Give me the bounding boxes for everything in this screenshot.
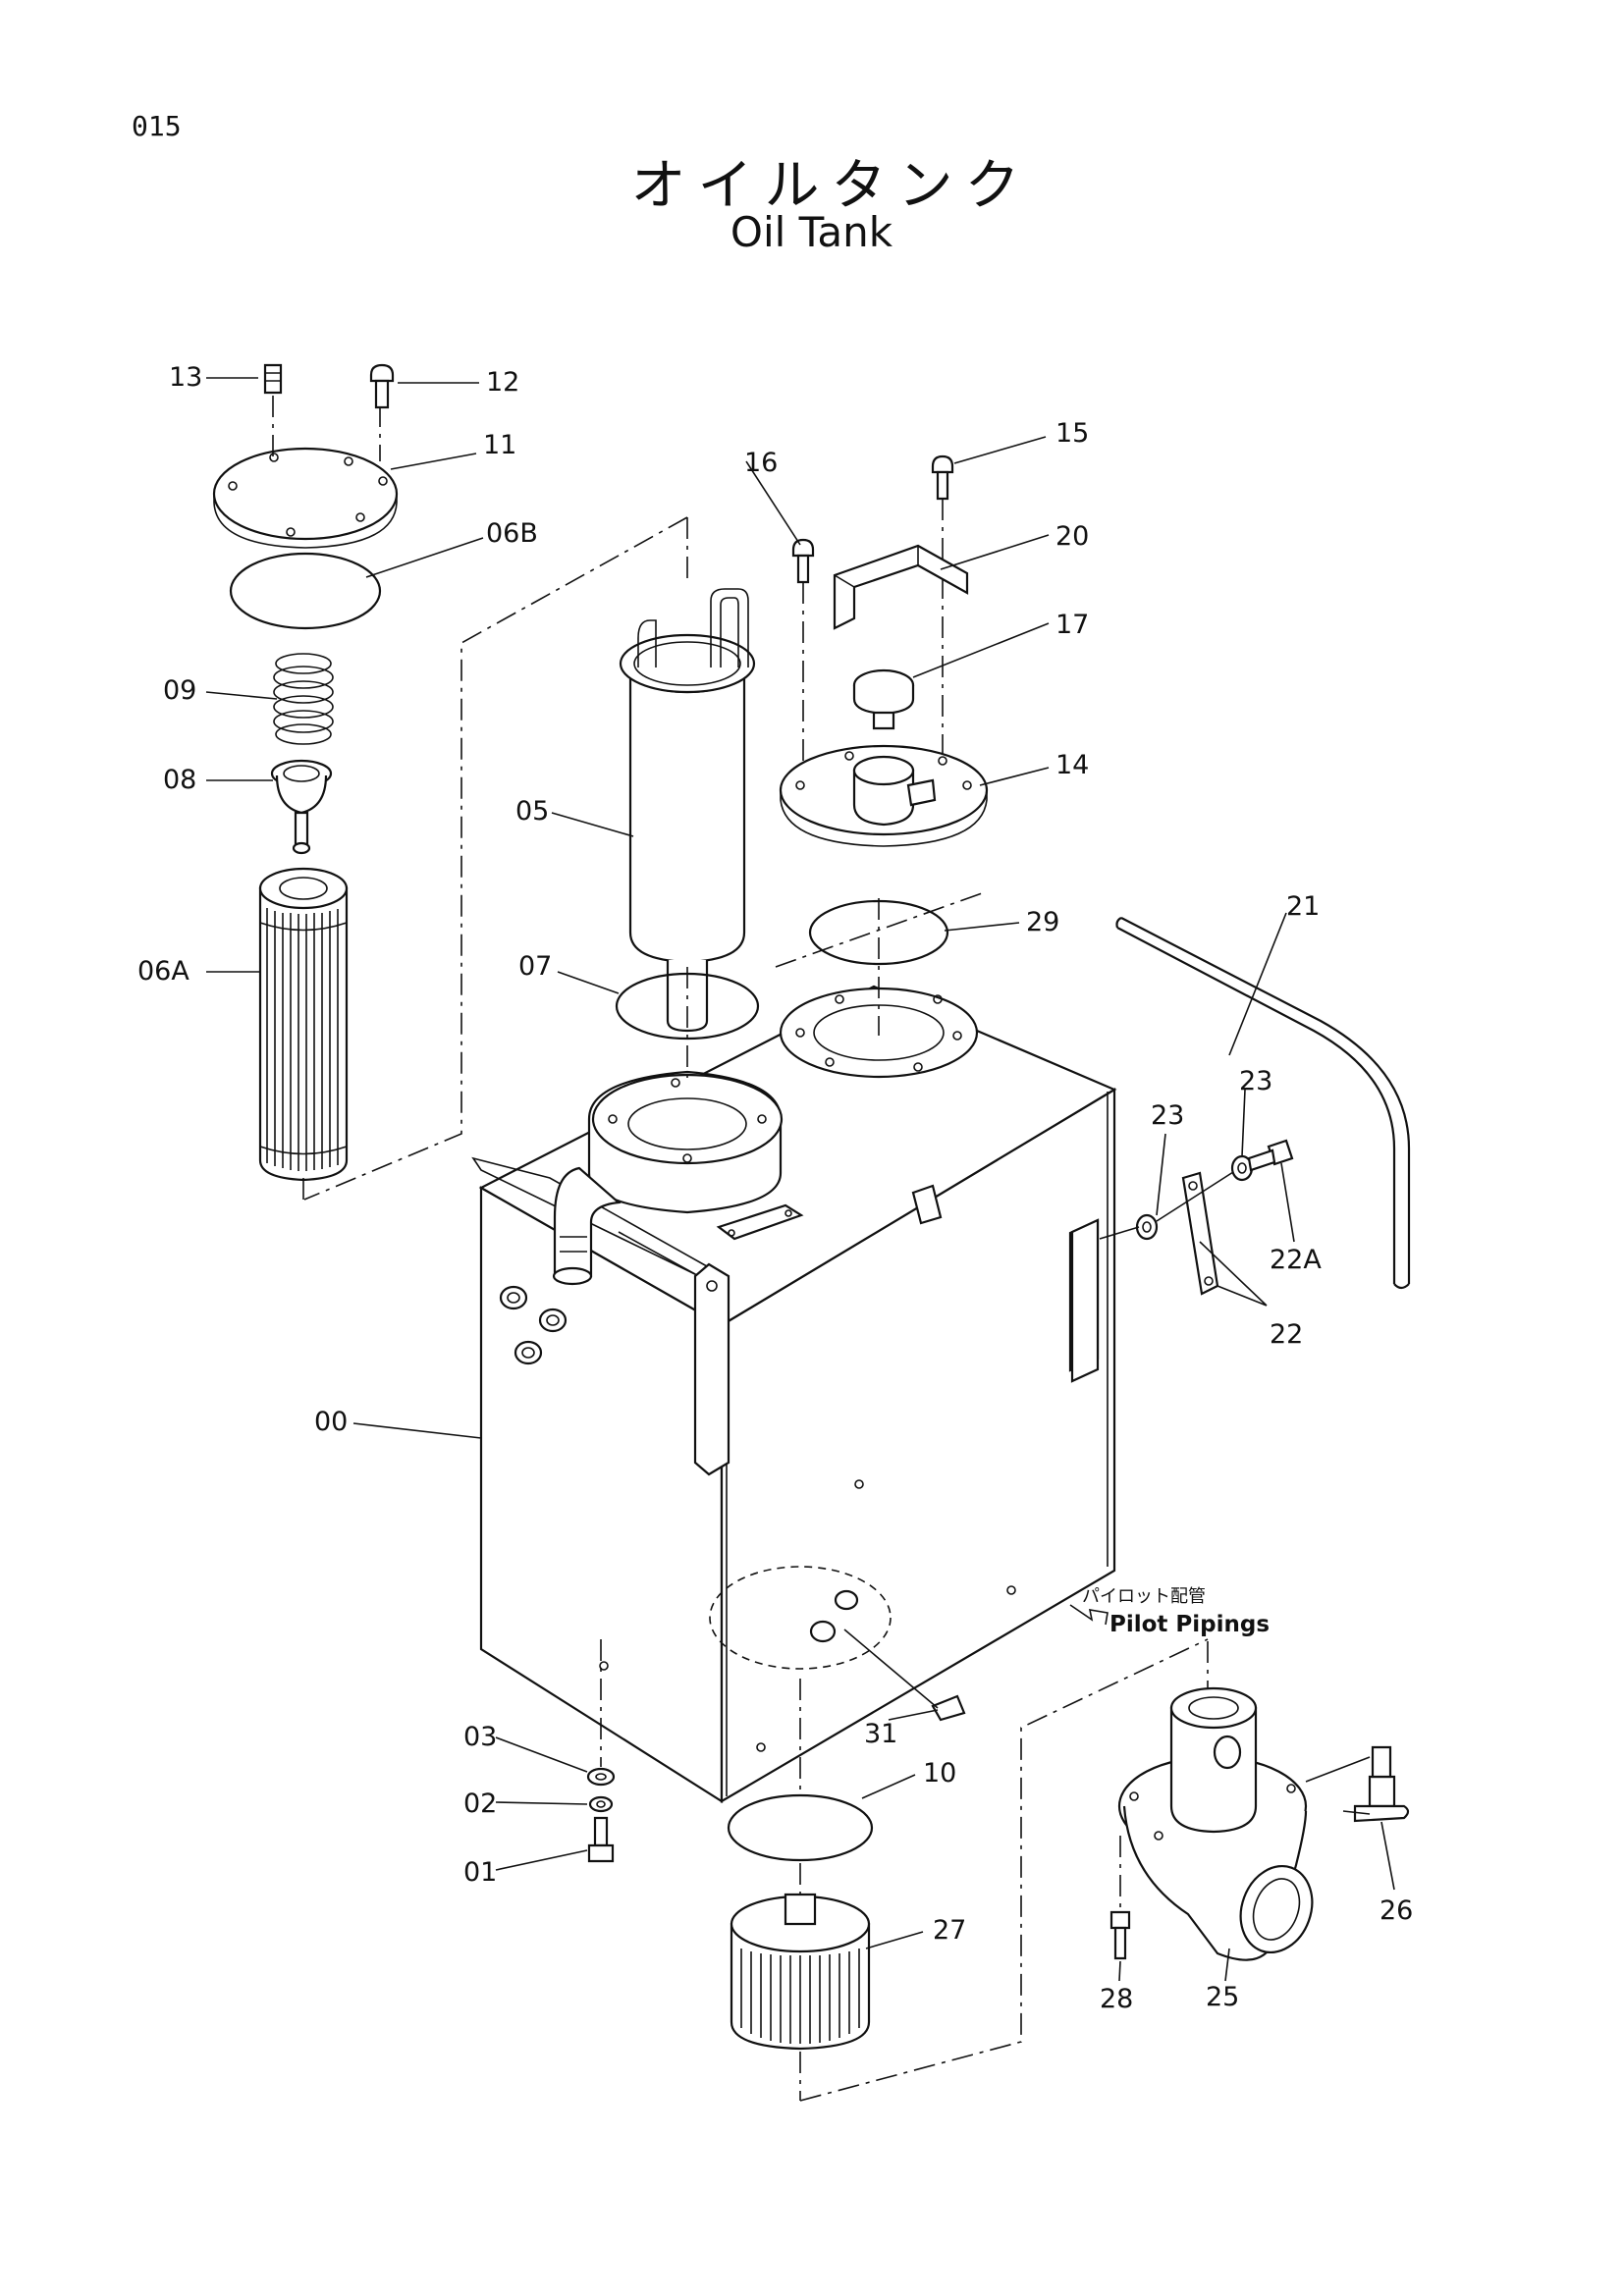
- label-23-right: 23: [1239, 1066, 1272, 1096]
- label-16: 16: [744, 448, 778, 478]
- o-ring-10: [727, 1793, 874, 1862]
- label-02: 02: [463, 1789, 497, 1819]
- label-29: 29: [1026, 907, 1059, 937]
- label-14: 14: [1055, 750, 1089, 780]
- label-03: 03: [463, 1722, 497, 1752]
- page-number: 015: [132, 110, 182, 142]
- arrow-pilot: [1069, 1604, 1109, 1626]
- pilot-pipings-japanese: パイロット配管: [1082, 1586, 1206, 1607]
- fitting-31: [843, 1629, 966, 1722]
- label-22A: 22A: [1270, 1245, 1322, 1275]
- label-17: 17: [1055, 610, 1089, 640]
- label-00: 00: [314, 1407, 348, 1437]
- bolt-28: [1109, 1910, 1131, 1960]
- align-line-07: [775, 892, 983, 968]
- cover-11: [212, 447, 399, 549]
- bracket-20: [833, 544, 969, 630]
- label-06B: 06B: [486, 518, 538, 549]
- label-22: 22: [1270, 1319, 1303, 1350]
- bolt-01: [587, 1816, 615, 1863]
- label-08: 08: [163, 765, 196, 795]
- label-31: 31: [864, 1719, 897, 1749]
- label-21: 21: [1286, 891, 1320, 922]
- oil-tank-body: [471, 985, 1117, 1803]
- label-11: 11: [483, 430, 516, 460]
- valve-08: [270, 759, 333, 855]
- breather-cap-17: [852, 668, 915, 730]
- bolt-22A: [1247, 1139, 1294, 1172]
- washer-23-left: [1135, 1213, 1159, 1241]
- level-gauge-tube-21: [1115, 917, 1411, 1290]
- label-09: 09: [163, 675, 196, 706]
- filler-flange-14: [779, 744, 989, 847]
- label-10: 10: [923, 1758, 956, 1789]
- valve-26: [1342, 1745, 1410, 1823]
- label-07: 07: [518, 951, 552, 982]
- label-26: 26: [1380, 1896, 1413, 1926]
- bolt-16: [791, 538, 815, 584]
- strainer-05: [619, 588, 756, 1033]
- align-line-14: [802, 499, 944, 775]
- bolt-12: [369, 363, 395, 409]
- label-13: 13: [169, 362, 202, 393]
- plug-13: [263, 363, 283, 395]
- label-23-left: 23: [1151, 1100, 1184, 1131]
- o-ring-06B: [229, 552, 382, 630]
- align-line-11: [272, 396, 381, 461]
- label-12: 12: [486, 367, 519, 398]
- label-01: 01: [463, 1857, 497, 1888]
- label-25: 25: [1206, 1982, 1239, 2012]
- spring-09: [273, 653, 334, 745]
- title-japanese: オイルタンク: [630, 154, 1032, 218]
- label-06A: 06A: [137, 956, 189, 987]
- pilot-pipings-english: Pilot Pipings: [1109, 1612, 1270, 1637]
- label-05: 05: [515, 796, 549, 827]
- filter-element-06A: [258, 867, 349, 1182]
- align-line-23: [1099, 1171, 1234, 1240]
- elbow-body-25: [1117, 1686, 1314, 1961]
- washer-02: [588, 1795, 614, 1813]
- align-line-strainer: [303, 516, 688, 1201]
- title-english: Oil Tank: [730, 208, 893, 256]
- label-28: 28: [1100, 1984, 1133, 2014]
- label-20: 20: [1055, 521, 1089, 552]
- suction-strainer-27: [730, 1893, 871, 2051]
- label-15: 15: [1055, 418, 1089, 449]
- align-line-26: [1305, 1756, 1371, 1783]
- plate-22: [1181, 1171, 1219, 1296]
- sight-gauge-block: [1070, 1218, 1100, 1383]
- leader-lines: [205, 377, 1395, 1982]
- washer-03: [586, 1767, 616, 1787]
- align-line-pilot: [799, 1638, 1209, 2102]
- label-27: 27: [933, 1915, 966, 1946]
- bolt-15: [931, 454, 954, 501]
